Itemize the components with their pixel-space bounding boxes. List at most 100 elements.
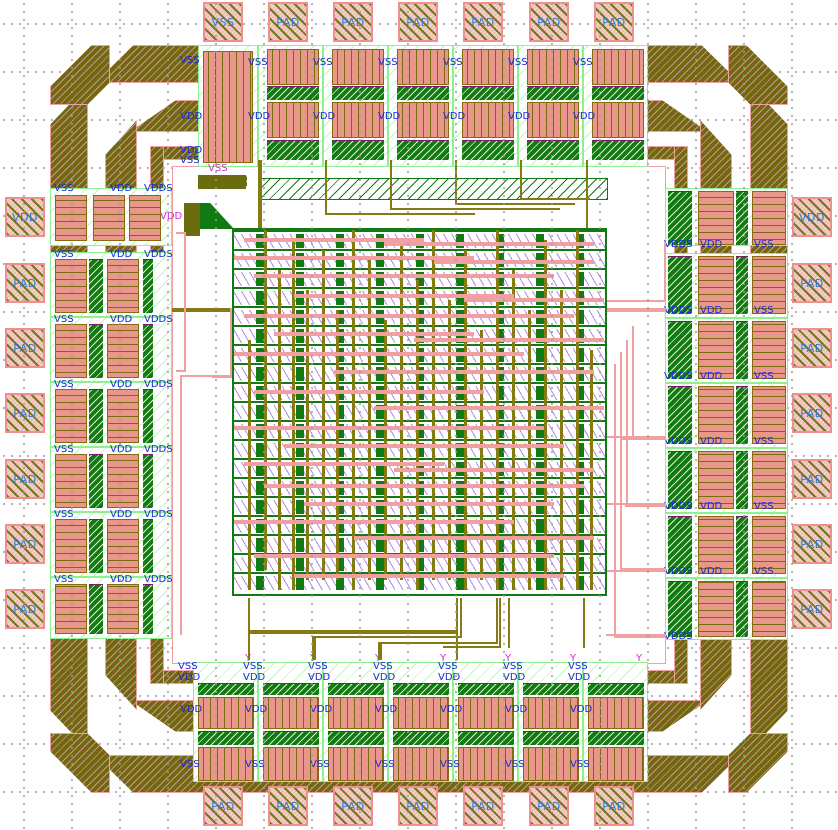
bond-pad-top-vss[interactable]: VSS [203, 2, 243, 42]
pad-cell-top-vss[interactable] [198, 45, 258, 186]
diffusion [736, 386, 748, 444]
net-label-vss: VSS [180, 155, 200, 166]
cell-row [234, 401, 605, 420]
metal-strap [55, 259, 87, 313]
bond-pad-right[interactable]: PAD [792, 328, 832, 368]
net-label-vss: VSS [378, 57, 398, 68]
net-label-vdd: VDD [700, 305, 723, 316]
signal-route [620, 568, 666, 572]
diffusion [143, 519, 153, 573]
pad-cell-top[interactable] [388, 45, 453, 167]
pad-cell-right[interactable] [665, 448, 788, 513]
metal-strap [393, 747, 449, 781]
bond-pad-left[interactable]: PAD [5, 459, 45, 499]
pad-cell-right[interactable] [665, 578, 788, 640]
bond-pad-left-vdd[interactable]: VDD [5, 197, 45, 237]
diffusion [588, 731, 644, 745]
diffusion [89, 519, 103, 573]
signal-route [573, 598, 585, 648]
diffusion [397, 140, 449, 160]
net-label-vss: VSS [178, 661, 198, 672]
bond-pad-left[interactable]: PAD [5, 524, 45, 564]
pad-cell-top[interactable] [453, 45, 518, 167]
net-label-vdds: VDDS [144, 379, 173, 390]
pad-cell-top[interactable] [323, 45, 388, 167]
bond-pad-left[interactable]: PAD [5, 328, 45, 368]
pad-cell-bottom[interactable] [388, 662, 453, 782]
metal2-wire [292, 240, 295, 590]
bond-pad-bottom[interactable]: PAD [333, 786, 373, 826]
metal-strap [328, 747, 384, 781]
bond-pad-bottom[interactable]: PAD [529, 786, 569, 826]
net-label-vdd: VDD [700, 436, 723, 447]
diffusion [592, 86, 644, 100]
signal-route [180, 375, 232, 635]
bond-pad-bottom[interactable]: PAD [268, 786, 308, 826]
pad-cell-bottom[interactable] [518, 662, 583, 782]
bond-pad-bottom[interactable]: PAD [203, 786, 243, 826]
net-label-vss: VSS [754, 501, 774, 512]
net-label-vdds: VDDS [144, 183, 173, 194]
net-label-vss: VSS [443, 57, 463, 68]
metal1-wire [254, 390, 484, 394]
vss-strap [198, 175, 246, 189]
pad-cell-left-vdd[interactable] [50, 188, 172, 246]
metal-strap [198, 697, 254, 729]
metal-strap [267, 102, 319, 138]
net-label-vss: VSS [54, 444, 74, 455]
core-standard-cell-area[interactable] [232, 228, 607, 596]
signal-route [443, 598, 501, 648]
net-label-vss: VSS [248, 57, 268, 68]
bond-pad-right[interactable]: PAD [792, 524, 832, 564]
metal-strap [752, 581, 786, 637]
diffusion [143, 259, 153, 313]
bond-pad-top[interactable]: PAD [268, 2, 308, 42]
pad-cell-bottom[interactable] [193, 662, 258, 782]
bond-pad-right-vdd[interactable]: VDD [792, 197, 832, 237]
pad-cell-bottom[interactable] [583, 662, 648, 782]
pad-cell-left[interactable] [50, 252, 172, 317]
signal-route [606, 364, 616, 636]
diffusion [736, 516, 748, 574]
metal2-wire [432, 230, 435, 580]
bond-pad-right[interactable]: PAD [792, 589, 832, 629]
pad-cell-bottom[interactable] [258, 662, 323, 782]
bond-pad-bottom[interactable]: PAD [398, 786, 438, 826]
pad-cell-left[interactable] [50, 317, 172, 382]
pad-cell-left[interactable] [50, 577, 172, 639]
pad-cell-bottom[interactable] [323, 662, 388, 782]
pad-cell-top[interactable] [258, 45, 323, 167]
pad-cell-left[interactable] [50, 447, 172, 512]
net-label-vdd: VDD [373, 672, 396, 683]
pad-cell-left[interactable] [50, 512, 172, 577]
bond-pad-top[interactable]: PAD [594, 2, 634, 42]
bond-pad-top[interactable]: PAD [398, 2, 438, 42]
bond-pad-left[interactable]: PAD [5, 393, 45, 433]
net-label-vdd: VDD [508, 111, 531, 122]
pad-cell-top[interactable] [583, 45, 648, 167]
pad-cell-bottom[interactable] [453, 662, 518, 782]
bond-pad-left[interactable]: PAD [5, 263, 45, 303]
net-label-vdd: VDD [180, 145, 203, 156]
pad-cell-right[interactable] [665, 253, 788, 318]
bond-pad-left[interactable]: PAD [5, 589, 45, 629]
bond-pad-top[interactable]: PAD [333, 2, 373, 42]
bond-pad-bottom[interactable]: PAD [594, 786, 634, 826]
bond-pad-bottom[interactable]: PAD [463, 786, 503, 826]
bond-pad-right[interactable]: PAD [792, 393, 832, 433]
net-label-vss: VSS [54, 379, 74, 390]
bond-pad-right[interactable]: PAD [792, 263, 832, 303]
pad-cell-top[interactable] [518, 45, 583, 167]
metal-strap [752, 256, 786, 314]
pad-cell-left[interactable] [50, 382, 172, 447]
bond-pad-right[interactable]: PAD [792, 459, 832, 499]
pad-cell-right[interactable] [665, 318, 788, 383]
bond-pad-top[interactable]: PAD [463, 2, 503, 42]
pad-cell-right[interactable] [665, 188, 788, 246]
pad-cell-right[interactable] [665, 513, 788, 578]
pad-cell-right[interactable] [665, 383, 788, 448]
metal-strap [698, 516, 734, 574]
bond-pad-top[interactable]: PAD [529, 2, 569, 42]
diffusion [462, 140, 514, 160]
